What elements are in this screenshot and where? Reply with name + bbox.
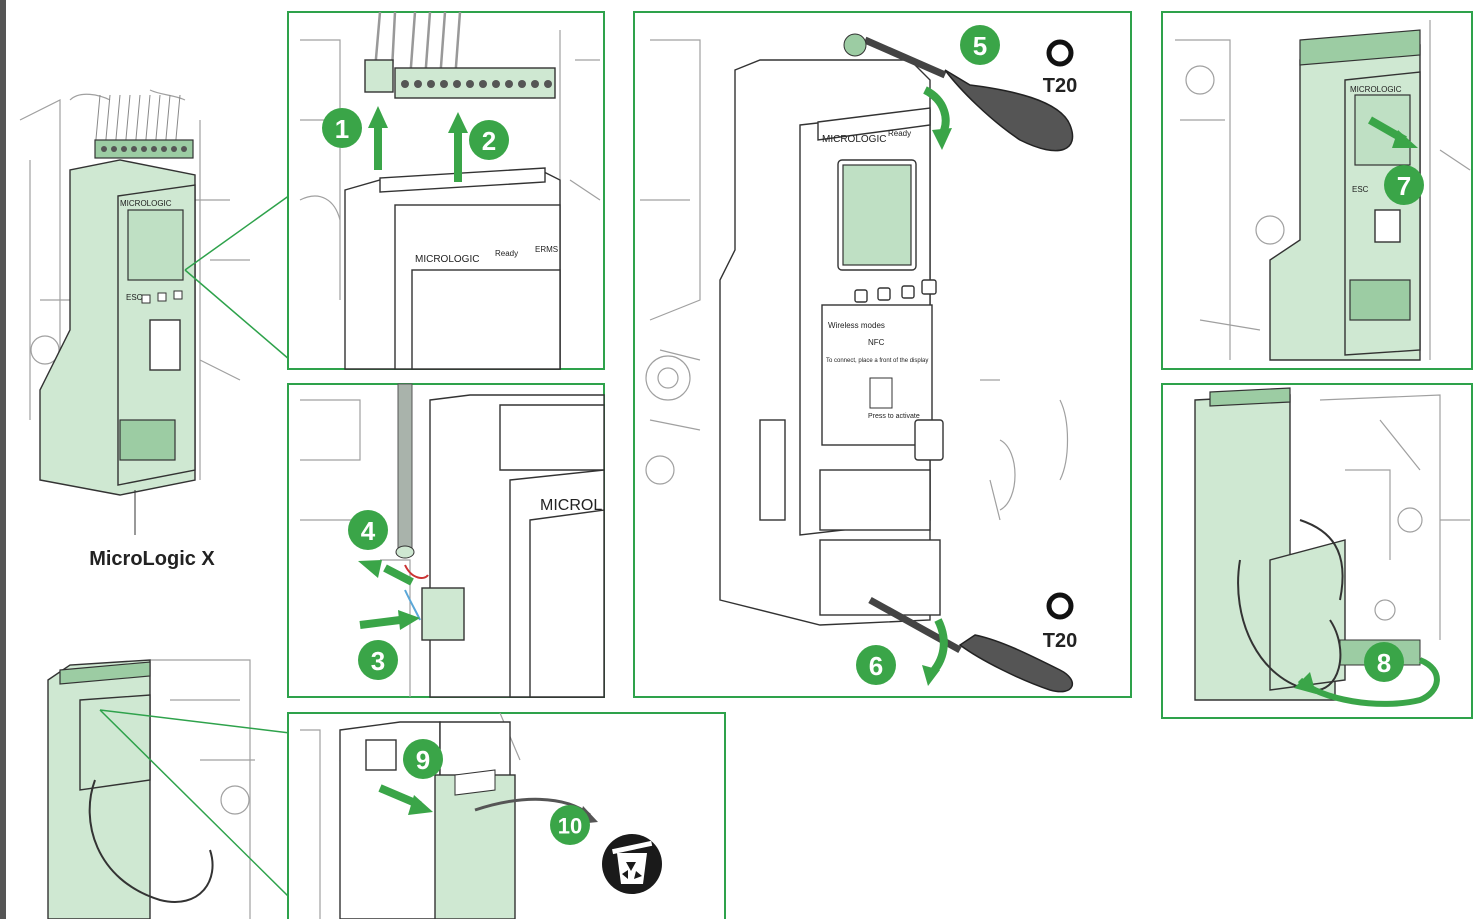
step-1-badge <box>322 108 362 148</box>
panel-c-status-label: Ready <box>888 129 911 138</box>
step-10-label: 10 <box>558 814 582 839</box>
panel-a-brand-label: MICROLOGIC <box>415 254 479 265</box>
page-edge-bar <box>0 0 6 919</box>
panel-d-brand-label: MICROLOGIC <box>1350 85 1402 94</box>
step-4-badge <box>348 510 388 550</box>
step-3-label: 3 <box>371 646 385 676</box>
tool-top-label: T20 <box>1043 75 1077 97</box>
panel-b-brand-label: MICROL <box>540 497 602 514</box>
panel-c-nfc-label: NFC <box>868 338 885 347</box>
step-4-label: 4 <box>361 516 376 546</box>
step-6-label: 6 <box>869 651 883 681</box>
step-9-badge <box>403 739 443 779</box>
overview-brand-label: MICROLOGIC <box>120 199 172 208</box>
panel-a-status-label: Ready <box>495 249 518 258</box>
bottom-left-illustration <box>47 659 291 919</box>
panel-c-press-label: Press to activate <box>868 413 920 420</box>
tool-bottom-label: T20 <box>1043 630 1077 652</box>
torx-icon <box>1046 39 1074 67</box>
step-3-badge <box>358 640 398 680</box>
overview-illustration: MICROLOGIC ESC <box>19 89 291 535</box>
step-2-badge <box>469 120 509 160</box>
panel-d-esc-label: ESC <box>1352 185 1369 194</box>
step-7-label: 7 <box>1397 171 1411 201</box>
panel-steps-9-10: 9 10 <box>287 712 726 919</box>
step-2-label: 2 <box>482 126 496 156</box>
step-8-label: 8 <box>1377 648 1391 678</box>
panel-step-8: 8 <box>1161 383 1473 719</box>
panel-steps-1-2: MICROLOGIC Ready ERMS 1 2 <box>287 11 605 370</box>
panel-step-7: MICROLOGIC ESC 7 <box>1161 11 1473 370</box>
recycle-bin-icon <box>602 834 662 894</box>
step-1-label: 1 <box>335 114 349 144</box>
panel-steps-5-6: ESC MICROLOGIC Ready Wireless modes NFC … <box>633 11 1132 698</box>
panel-a-erms-label: ERMS <box>535 245 558 254</box>
step-5-badge <box>960 25 1000 65</box>
step-10-badge <box>550 805 590 845</box>
step-5-label: 5 <box>973 31 987 61</box>
step-7-badge <box>1384 165 1424 205</box>
torx-icon <box>1046 592 1074 620</box>
step-8-badge <box>1364 642 1404 682</box>
panel-c-brand-label: MICROLOGIC <box>822 134 886 145</box>
panel-steps-3-4: MICROL 4 3 <box>287 383 605 698</box>
step-6-badge <box>856 645 896 685</box>
panel-c-connect-hint: To connect, place a front of the display <box>826 358 928 364</box>
overview-esc-label: ESC <box>126 293 143 302</box>
step-9-label: 9 <box>416 745 430 775</box>
panel-c-wireless-label: Wireless modes <box>828 321 885 330</box>
micrologic-x-caption: MicroLogic X <box>89 548 215 570</box>
